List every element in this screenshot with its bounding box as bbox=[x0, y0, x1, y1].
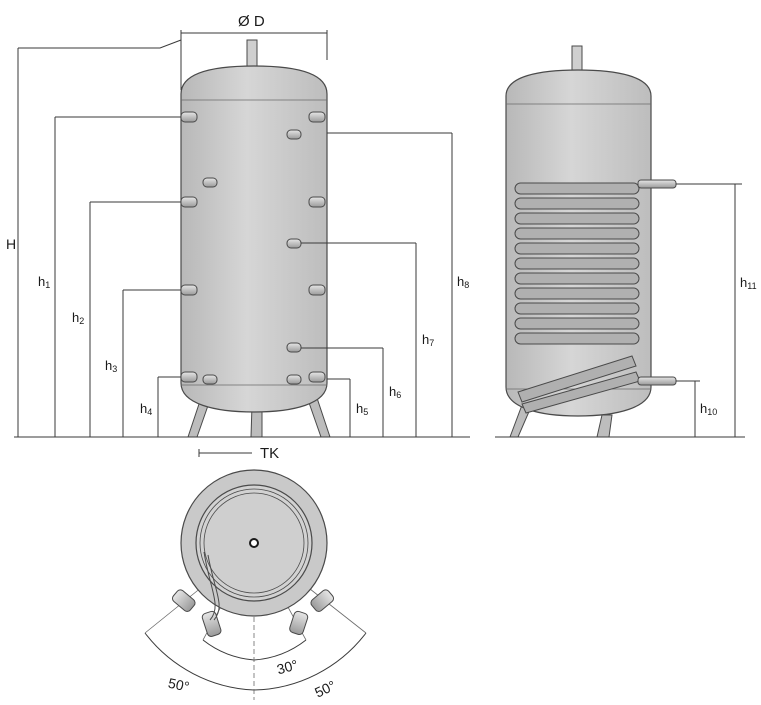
label-h11: h11 bbox=[740, 275, 757, 291]
coil-inlet bbox=[637, 376, 677, 386]
label-angle-right: 50° bbox=[312, 677, 338, 700]
label-angle-center: 30° bbox=[275, 656, 300, 677]
connection bbox=[286, 129, 302, 140]
connection bbox=[202, 177, 218, 188]
connection bbox=[202, 374, 218, 385]
label-angle-left: 50° bbox=[167, 675, 191, 695]
tank-body bbox=[180, 65, 328, 413]
dimension-labels-section: h11 h10 bbox=[700, 275, 757, 417]
connection bbox=[180, 196, 198, 208]
connection bbox=[180, 111, 198, 123]
label-h5: h5 bbox=[356, 401, 368, 417]
connection bbox=[308, 111, 326, 123]
label-h4: h4 bbox=[140, 401, 152, 417]
label-H: H bbox=[6, 236, 16, 252]
connection bbox=[286, 342, 302, 353]
tank-leg bbox=[596, 414, 613, 438]
label-h10: h10 bbox=[700, 401, 717, 417]
connection bbox=[286, 374, 302, 385]
label-h1: h1 bbox=[38, 274, 50, 290]
label-tk: TK bbox=[260, 445, 279, 462]
top-connection bbox=[571, 45, 583, 73]
coil-outlet bbox=[637, 179, 677, 189]
label-h2: h2 bbox=[72, 310, 84, 326]
connection bbox=[180, 371, 198, 383]
tank-connections bbox=[180, 111, 326, 385]
connection bbox=[308, 284, 326, 296]
tank-front-view bbox=[180, 39, 331, 438]
tank-top-view bbox=[144, 469, 367, 700]
top-view-connections bbox=[171, 589, 335, 637]
tk-indicator: TK bbox=[198, 445, 279, 462]
label-h7: h7 bbox=[422, 332, 434, 348]
label-h3: h3 bbox=[105, 358, 117, 374]
dimension-labels-front: Ø D H h1 h2 h3 h4 h5 h6 h7 h8 bbox=[6, 13, 469, 417]
connection bbox=[308, 371, 326, 383]
angle-labels: 50° 30° 50° bbox=[167, 656, 338, 700]
label-h8: h8 bbox=[457, 274, 469, 290]
connection bbox=[308, 196, 326, 208]
label-diameter: Ø D bbox=[238, 13, 265, 30]
tank-section-view bbox=[505, 45, 677, 438]
dimension-lines-section bbox=[495, 183, 745, 438]
dimension-lines-front bbox=[14, 30, 470, 438]
top-view-center-connection bbox=[249, 538, 259, 548]
connection bbox=[180, 284, 198, 296]
label-h6: h6 bbox=[389, 384, 401, 400]
heating-coil bbox=[514, 182, 641, 414]
connection bbox=[286, 238, 302, 249]
